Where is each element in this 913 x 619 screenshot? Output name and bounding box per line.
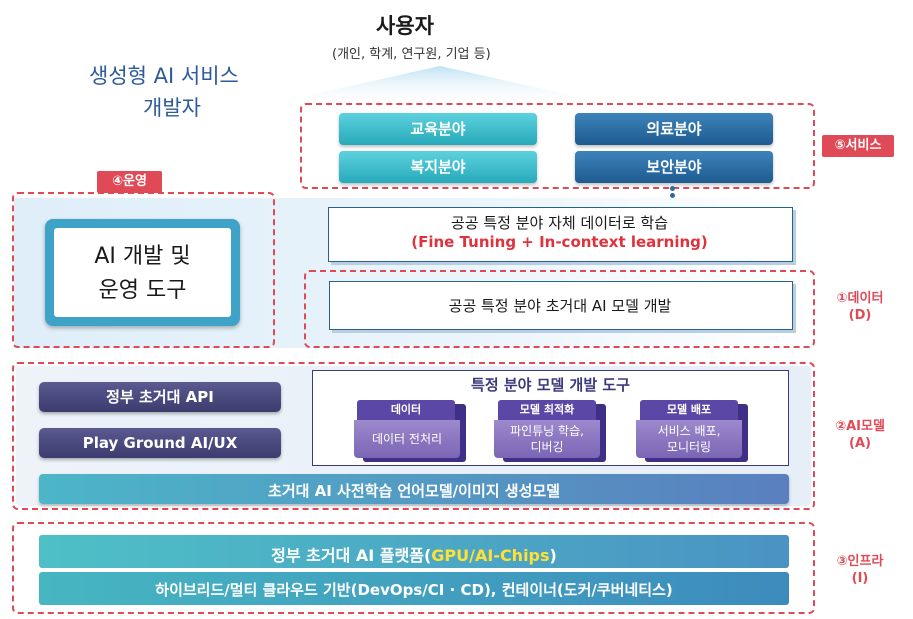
services-tag: ⑤서비스 bbox=[822, 135, 894, 157]
developer-label-line2: 개발자 bbox=[143, 96, 201, 120]
platform-text-suffix: ) bbox=[549, 546, 557, 565]
operation-tag: ④운영 bbox=[97, 171, 162, 193]
data-section bbox=[304, 270, 815, 348]
model-dev-box bbox=[329, 281, 793, 330]
tool-deploy-body-line2: 모니터링 bbox=[666, 440, 712, 454]
ai-tool-line1: AI 개발 및 bbox=[94, 244, 191, 269]
tool-deploy-head: 모델 배포 bbox=[640, 400, 738, 420]
services-section bbox=[300, 103, 815, 189]
tool-optimize-body: 파인튜닝 학습, 디버깅 bbox=[494, 420, 600, 458]
tool-deploy-body: 서비스 배포, 모니터링 bbox=[636, 420, 742, 458]
connector-dot bbox=[670, 193, 675, 198]
operation-section bbox=[12, 192, 275, 348]
infra-section bbox=[12, 522, 815, 614]
ai-model-label-line2: (A) bbox=[849, 436, 871, 451]
pretrained-text: 초거대 AI 사전학습 언어모델/이미지 생성모델 bbox=[268, 482, 560, 500]
infra-label-line1: ③인프라 bbox=[836, 554, 884, 569]
tool-deploy-body-line1: 서비스 배포, bbox=[657, 424, 721, 438]
service-welfare: 복지분야 bbox=[339, 151, 537, 183]
service-security: 보안분야 bbox=[575, 151, 773, 183]
tools-title: 특정 분야 모델 개발 도구 bbox=[471, 376, 630, 394]
finetune-line1: 공공 특정 분야 자체 데이터로 학습 bbox=[450, 214, 669, 232]
ai-model-section bbox=[12, 362, 815, 510]
tool-data-head: 데이터 bbox=[357, 400, 455, 420]
platform-text-highlight: GPU/AI-Chips bbox=[431, 546, 550, 565]
cloud-bar bbox=[39, 572, 789, 605]
ai-tool-screen bbox=[54, 228, 231, 317]
platform-text: 정부 초거대 AI 플랫폼(GPU/AI-Chips) bbox=[39, 542, 789, 566]
data-label-line1: ①데이터 bbox=[836, 291, 884, 306]
data-label-line2: (D) bbox=[848, 308, 872, 323]
finetune-line2: (Fine Tuning + In-context learning) bbox=[411, 233, 708, 251]
tool-data-body-line1: 데이터 전처리 bbox=[371, 432, 443, 446]
tool-optimize-body-line1: 파인튜닝 학습, bbox=[510, 424, 584, 438]
ai-model-label-line1: ②AI모델 bbox=[835, 419, 885, 434]
service-education: 교육분야 bbox=[339, 113, 537, 145]
pretrained-bar bbox=[39, 474, 789, 504]
developer-label-line1: 생성형 AI 서비스 bbox=[89, 64, 239, 88]
tool-optimize-head: 모델 최적화 bbox=[498, 400, 596, 420]
tool-optimize-body-line2: 디버깅 bbox=[530, 440, 564, 454]
user-fan-graphic bbox=[260, 66, 620, 106]
service-medical: 의료분야 bbox=[575, 113, 773, 145]
connector-dot bbox=[670, 186, 675, 191]
platform-bar bbox=[39, 535, 789, 568]
ai-tool-line2: 운영 도구 bbox=[98, 278, 187, 303]
data-label: ①데이터 (D) bbox=[820, 290, 900, 324]
cloud-text: 하이브리드/멀티 클라우드 기반(DevOps/CI · CD), 컨테이너(도… bbox=[155, 581, 673, 599]
gov-api-button: 정부 초거대 API bbox=[39, 382, 281, 412]
ai-model-label: ②AI모델 (A) bbox=[820, 418, 900, 452]
user-subtitle: (개인, 학계, 연구원, 기업 등) bbox=[332, 47, 491, 62]
tool-data-body: 데이터 전처리 bbox=[354, 420, 460, 458]
user-title: 사용자 bbox=[376, 14, 434, 38]
model-dev-text: 공공 특정 분야 초거대 AI 모델 개발 bbox=[448, 297, 672, 315]
infra-label-line2: (I) bbox=[851, 571, 869, 586]
finetune-box bbox=[328, 207, 793, 262]
playground-button: Play Ground AI/UX bbox=[39, 428, 281, 458]
infra-label: ③인프라 (I) bbox=[820, 553, 900, 587]
platform-text-prefix: 정부 초거대 AI 플랫폼( bbox=[271, 546, 432, 565]
